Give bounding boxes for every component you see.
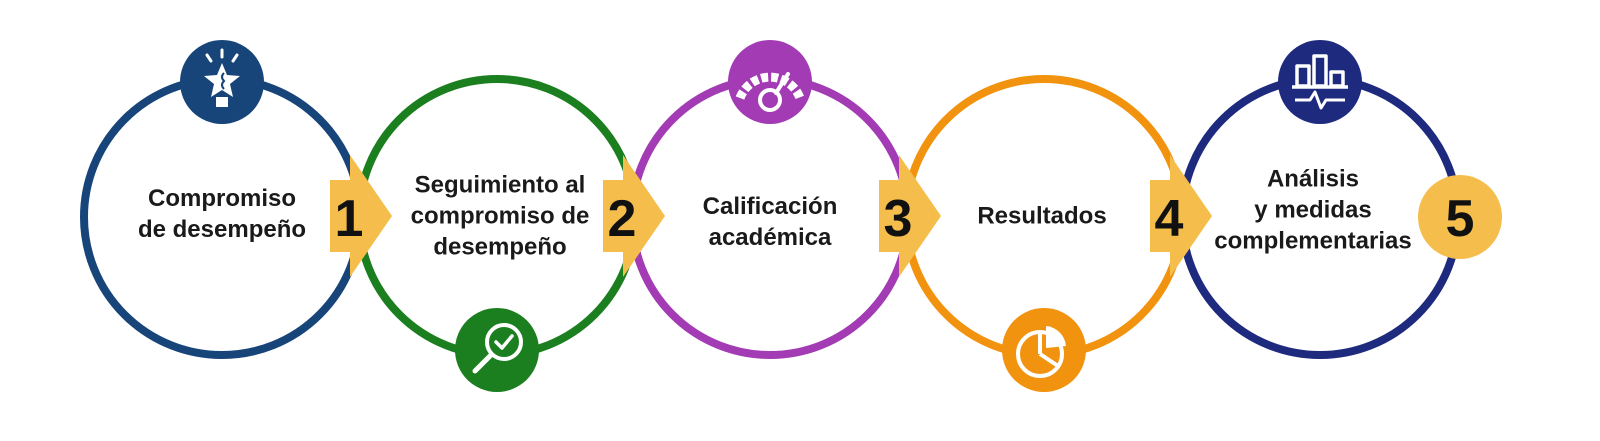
- step-4-number: 4: [1155, 190, 1184, 248]
- step-2-label: Seguimiento al compromiso de desempeño: [400, 170, 600, 263]
- step-3-label: Calificación académica: [670, 191, 870, 253]
- step-5-marker: 5: [1418, 175, 1502, 259]
- gauge-icon: [728, 40, 812, 124]
- bar-chart-pulse-icon: [1278, 40, 1362, 124]
- step-3-label-line-2: académica: [708, 224, 832, 251]
- step-2-number: 2: [608, 190, 637, 248]
- step-2-marker: 2: [603, 155, 665, 277]
- step-5-label: Análisis y medidas complementarias: [1213, 164, 1413, 257]
- step-2-label-line-3: desempeño: [433, 233, 567, 261]
- step-2-label-line-2: compromiso de: [410, 202, 590, 230]
- step-5-number: 5: [1446, 190, 1475, 248]
- magnifier-check-icon: [455, 308, 539, 392]
- step-1-label-line-1: Compromiso: [147, 185, 296, 212]
- step-4-marker: 4: [1150, 155, 1212, 277]
- step-5-label-line-3: complementarias: [1214, 227, 1412, 255]
- step-3-number: 3: [884, 190, 913, 248]
- step-4-label: Resultados: [942, 201, 1142, 232]
- step-2-label-line-1: Seguimiento al: [414, 171, 586, 199]
- step-1-label-line-2: de desempeño: [137, 216, 307, 243]
- pie-chart-icon: [1002, 308, 1086, 392]
- step-1-marker: 1: [330, 155, 392, 277]
- step-3-label-line-1: Calificación: [702, 193, 838, 220]
- step-3-marker: 3: [879, 155, 941, 277]
- step-5-label-line-1: Análisis: [1266, 165, 1360, 193]
- step-1-number: 1: [335, 190, 364, 248]
- step-1-label: Compromiso de desempeño: [122, 183, 322, 245]
- step-4-label-line-1: Resultados: [977, 202, 1107, 230]
- step-5-label-line-2: y medidas: [1254, 196, 1372, 224]
- star-hand-icon: [180, 40, 264, 124]
